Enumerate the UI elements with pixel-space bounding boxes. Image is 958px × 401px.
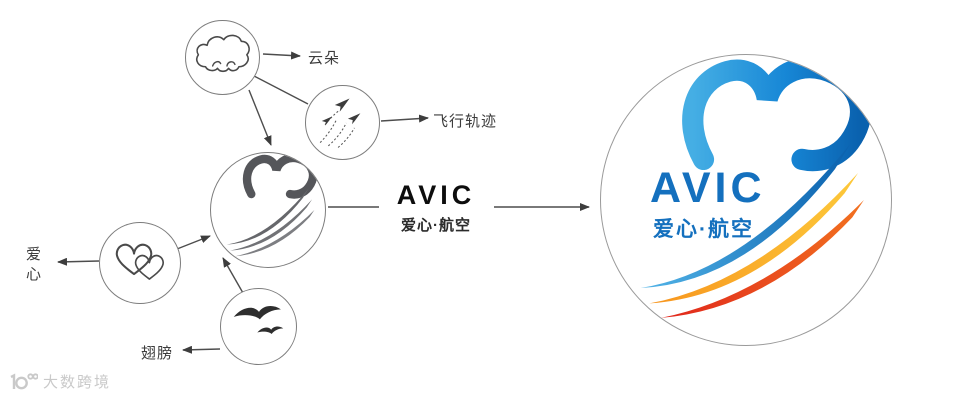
cloud-icon: [195, 34, 250, 72]
avic-heart-swoosh-logo: [640, 57, 872, 318]
arrow-cloud-to-logo: [248, 89, 272, 146]
flight-trail-concept-circle: [305, 85, 380, 160]
watermark-logo-icon: [10, 372, 38, 389]
birds-icon: [233, 305, 283, 334]
watermark: 大数跨境: [8, 371, 111, 392]
draft-heart-swoosh-logo: [226, 153, 318, 257]
draft-brand-text: AVIC: [396, 180, 476, 210]
double-heart-icon: [115, 243, 164, 280]
arrow-birds-to-label: [182, 345, 221, 354]
draft-logo-circle: [210, 152, 326, 268]
watermark-text: 大数跨境: [43, 374, 112, 391]
line-cloud-to-plane: [253, 75, 309, 105]
arrow-hearts-to-label: [57, 257, 100, 266]
wings-label: 翅膀: [141, 345, 174, 362]
arrow-hearts-to-logo: [176, 235, 211, 250]
arrow-plane-to-label: [380, 114, 429, 123]
cloud-label: 云朵: [308, 50, 341, 67]
final-tagline-text: 爱心·航空: [653, 218, 754, 241]
final-brand-text: AVIC: [650, 164, 766, 212]
love-heart-concept-circle: [99, 222, 181, 304]
paper-plane-icon: [319, 98, 360, 148]
draft-tagline-text: 爱心·航空: [401, 217, 471, 234]
love-heart-label: 爱心: [24, 246, 41, 286]
arrow-birds-to-logo: [222, 257, 244, 294]
draft-logo-wordmark: AVIC 爱心·航空: [381, 180, 491, 235]
arrow-cloud-to-label: [262, 51, 301, 60]
cloud-concept-circle: [185, 20, 260, 95]
flight-trail-label: 飞行轨迹: [433, 113, 498, 130]
wings-concept-circle: [220, 288, 297, 365]
final-logo-circle: AVIC 爱心·航空: [600, 54, 892, 346]
